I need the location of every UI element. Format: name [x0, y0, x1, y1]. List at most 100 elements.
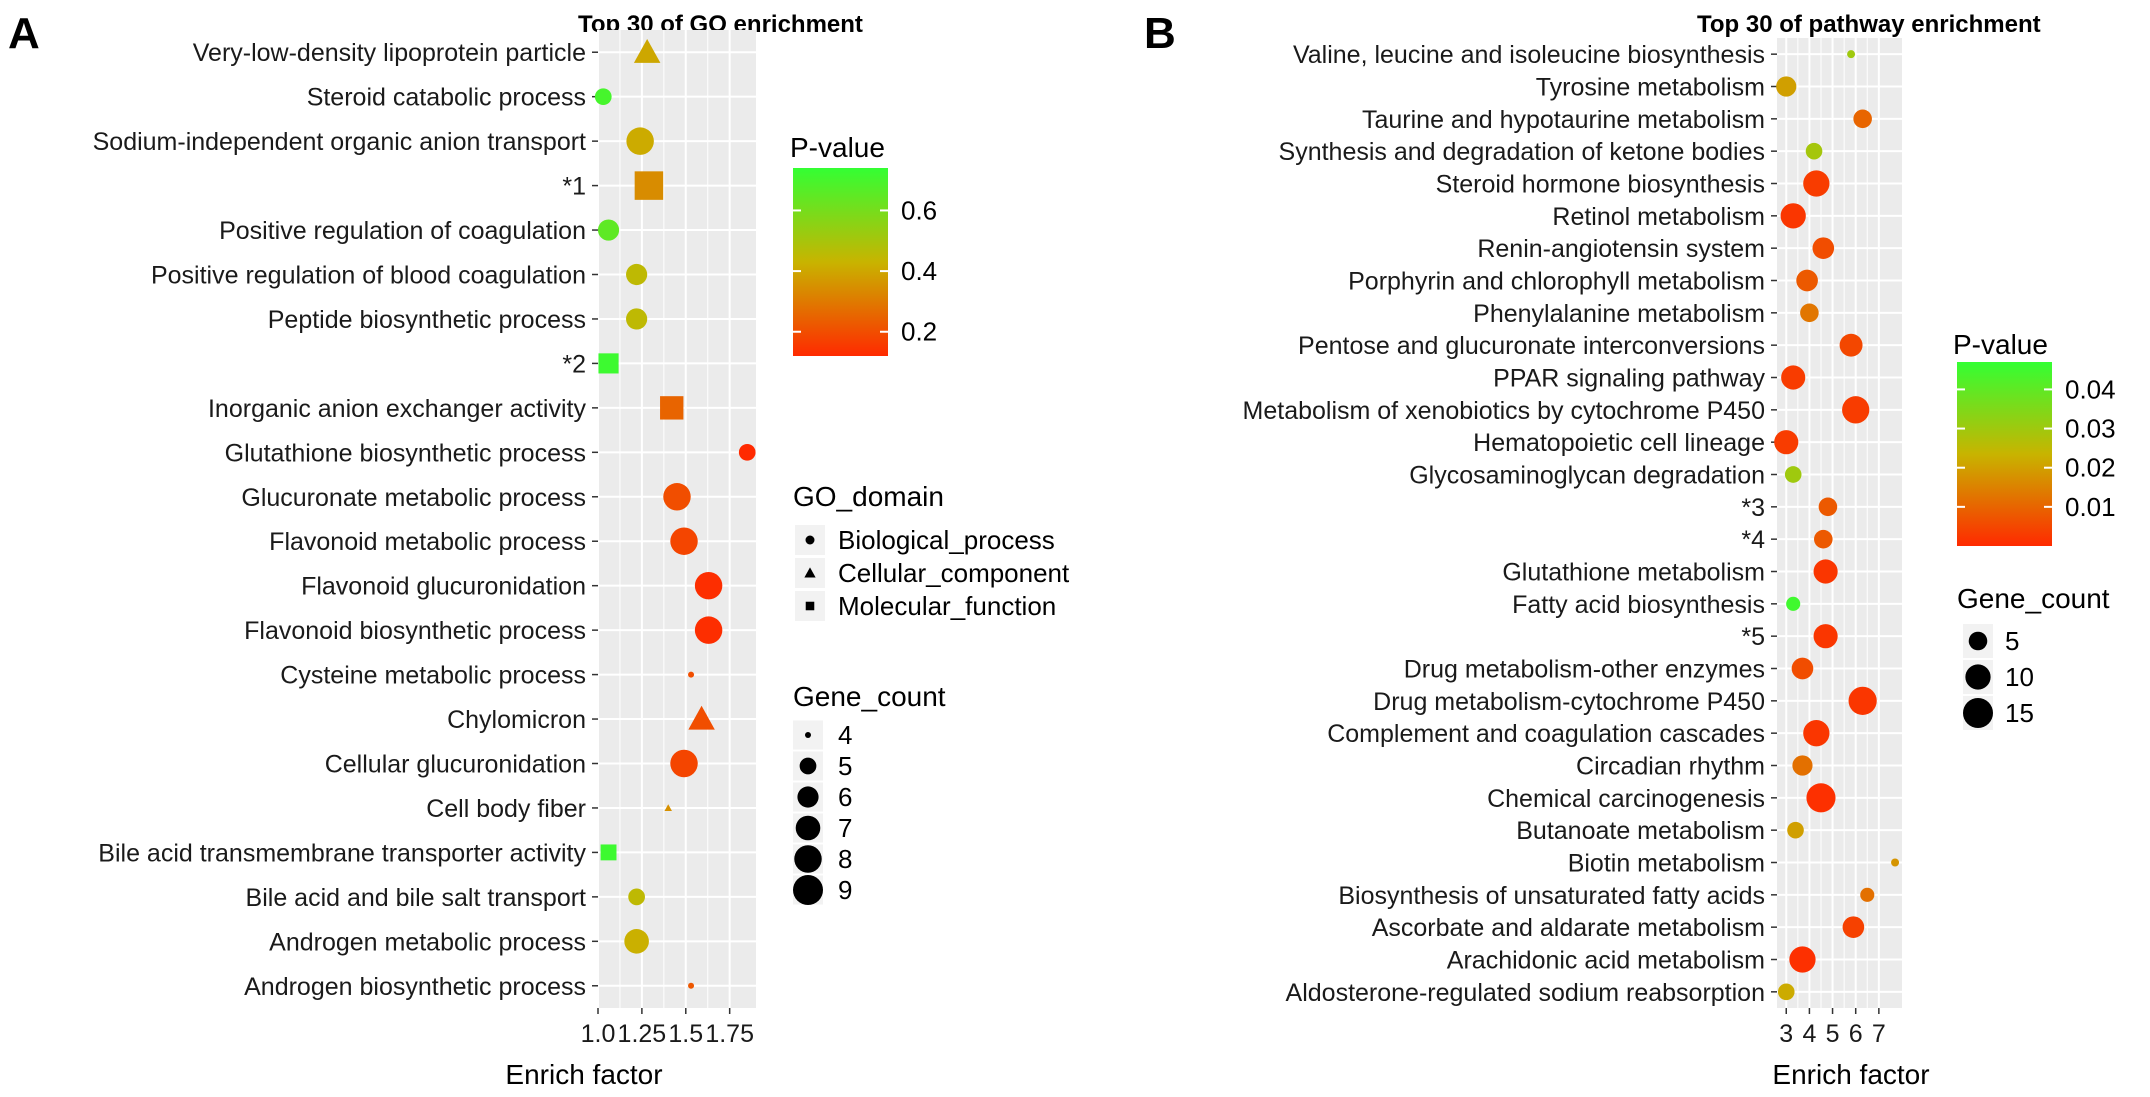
- panel-a-x-tick-label: 1.5: [668, 1020, 703, 1048]
- panel-b-data-point: [1780, 203, 1806, 229]
- panel-b-x-tick-label: 6: [1849, 1020, 1863, 1048]
- panel-b-data-point: [1787, 821, 1804, 839]
- panel-a-y-tick-label: Flavonoid metabolic process: [269, 528, 586, 556]
- panel-b-data-point: [1860, 887, 1875, 902]
- panel-a-data-point: [624, 929, 649, 954]
- panel-a-y-tick-label: Positive regulation of coagulation: [219, 217, 586, 245]
- panel-b-data-point: [1776, 76, 1797, 97]
- panel-a-size-legend-circle: [793, 875, 823, 905]
- panel-b-y-tick-label: Renin-angiotensin system: [1477, 235, 1765, 263]
- panel-b-data-point: [1813, 624, 1838, 649]
- panel-b-y-tick-label: Steroid hormone biosynthesis: [1436, 171, 1765, 199]
- panel-a-x-tick-label: 1.25: [618, 1020, 667, 1048]
- panel-b-y-tick-label: Glycosaminoglycan degradation: [1409, 462, 1765, 490]
- panel-a-data-point: [670, 749, 698, 778]
- panel-a-data-point: [688, 705, 715, 730]
- panel-b-data-point: [1796, 269, 1818, 292]
- panel-a-size-legend-circle: [799, 757, 817, 775]
- panel-b-data-point: [1777, 983, 1795, 1001]
- panel-b-xlabel: Enrich factor: [1772, 1059, 1929, 1090]
- panel-a-y-tick-label: Cell body fiber: [426, 795, 586, 823]
- panel-b-x-tick-label: 5: [1826, 1020, 1840, 1048]
- panel-b-data-point: [1784, 466, 1802, 483]
- panel-b-y-tick-label: Retinol metabolism: [1552, 203, 1765, 231]
- panel-a-domain-legend-label: Cellular_component: [838, 558, 1070, 588]
- panel-b-colorbar-tick-label: 0.02: [2065, 453, 2116, 483]
- panel-b-y-tick-label: *3: [1741, 494, 1765, 522]
- panel-b-y-tick-label: Fatty acid biosynthesis: [1512, 591, 1765, 619]
- panel-a-data-point: [634, 171, 664, 200]
- panel-b-colorbar-tick-label: 0.03: [2065, 414, 2116, 444]
- panel-a-xlabel: Enrich factor: [505, 1059, 662, 1090]
- panel-a-legend-circle-key: [805, 535, 815, 545]
- panel-b-y-tick-label: Valine, leucine and isoleucine biosynthe…: [1293, 41, 1765, 69]
- panel-a-data-point: [626, 127, 654, 155]
- panel-b-data-point: [1818, 497, 1838, 517]
- panel-b-size-legend-label: 5: [2005, 626, 2019, 656]
- panel-b-size-legend-title: Gene_count: [1957, 583, 2110, 614]
- panel-a-size-legend-circle: [797, 786, 819, 808]
- panel-a-y-tick-label: Bile acid transmembrane transporter acti…: [98, 839, 586, 867]
- panel-a-domain-legend-label: Molecular_function: [838, 591, 1056, 621]
- panel-a-legend-triangle-key: [804, 567, 816, 578]
- panel-a-size-legend-circle: [795, 815, 821, 841]
- panel-a-y-tick-label: Androgen biosynthetic process: [244, 973, 586, 1001]
- panel-b-y-tick-label: Butanoate metabolism: [1516, 817, 1765, 845]
- panel-a-data-point: [626, 308, 648, 330]
- panel-b-y-tick-label: Drug metabolism-cytochrome P450: [1373, 688, 1765, 716]
- panel-a-colorbar-tick-label: 0.6: [901, 195, 937, 225]
- panel-a-y-tick-label: Glutathione biosynthetic process: [225, 439, 586, 467]
- panel-a-label: A: [8, 9, 40, 58]
- panel-a-y-tick-label: Steroid catabolic process: [307, 84, 586, 112]
- panel-b-y-tick-label: Hematopoietic cell lineage: [1473, 429, 1765, 457]
- panel-b-data-point: [1792, 755, 1813, 776]
- panel-a-size-legend-title: Gene_count: [793, 681, 946, 712]
- panel-b-y-tick-label: *5: [1741, 623, 1765, 651]
- panel-b-y-tick-label: Aldosterone-regulated sodium reabsorptio…: [1286, 979, 1765, 1007]
- panel-a-data-point: [670, 527, 698, 555]
- panel-b-data-point: [1774, 430, 1799, 455]
- panel-b-y-tick-label: Ascorbate and aldarate metabolism: [1372, 914, 1765, 942]
- panel-a-size-legend-label: 8: [838, 844, 852, 874]
- panel-b-size-legend-label: 15: [2005, 698, 2034, 728]
- panel-b-data-point: [1842, 396, 1870, 424]
- panel-b-pvalue-colorbar: [1957, 362, 2052, 546]
- panel-b-data-point: [1891, 858, 1900, 867]
- panel-b-y-tick-label: Biotin metabolism: [1568, 850, 1765, 878]
- panel-a-data-point: [660, 396, 684, 420]
- panel-b-data-point: [1812, 237, 1835, 259]
- panel-b-y-tick-label: Metabolism of xenobiotics by cytochrome …: [1243, 397, 1765, 425]
- panel-a-y-tick-label: Flavonoid biosynthetic process: [244, 617, 586, 645]
- panel-a-domain-legend-title: GO_domain: [793, 481, 944, 512]
- panel-a-y-tick-label: Glucuronate metabolic process: [241, 484, 586, 512]
- panel-a-data-point: [600, 844, 617, 861]
- panel-a-y-tick-label: Cellular glucuronidation: [325, 751, 586, 779]
- panel-b-data-point: [1791, 657, 1814, 680]
- panel-a-y-tick-label: Cysteine metabolic process: [280, 662, 586, 690]
- panel-b-data-point: [1814, 529, 1833, 549]
- panel-a-domain-legend-label: Biological_process: [838, 525, 1055, 555]
- panel-a-data-point: [694, 616, 723, 644]
- panel-b-colorbar-tick-label: 0.01: [2065, 492, 2116, 522]
- panel-a-legend-square-key: [805, 601, 815, 611]
- panel-a-plot-background: [598, 30, 756, 1008]
- panel-a-pvalue-legend-title: P-value: [790, 132, 885, 163]
- panel-a-size-legend-circle: [805, 732, 811, 738]
- panel-b-colorbar-tick-label: 0.04: [2065, 374, 2116, 404]
- panel-b-pvalue-legend-title: P-value: [1953, 329, 2048, 360]
- panel-b-data-point: [1806, 783, 1836, 813]
- panel-a-data-point: [664, 804, 672, 811]
- panel-b-y-tick-label: Complement and coagulation cascades: [1327, 720, 1765, 748]
- panel-a-data-point: [738, 443, 756, 461]
- panel-b-data-point: [1813, 559, 1838, 584]
- panel-a-y-tick-label: Inorganic anion exchanger activity: [208, 395, 587, 423]
- panel-a-size-legend-label: 4: [838, 720, 852, 750]
- panel-b-y-tick-label: Biosynthesis of unsaturated fatty acids: [1338, 882, 1765, 910]
- panel-a-y-tick-label: Bile acid and bile salt transport: [246, 884, 587, 912]
- panel-b-data-point: [1786, 596, 1801, 611]
- panel-b-data-point: [1839, 333, 1863, 357]
- panel-a-y-tick-label: *1: [562, 173, 586, 201]
- panel-a-colorbar-tick-label: 0.2: [901, 317, 937, 347]
- panel-b-y-tick-label: Tyrosine metabolism: [1536, 74, 1765, 102]
